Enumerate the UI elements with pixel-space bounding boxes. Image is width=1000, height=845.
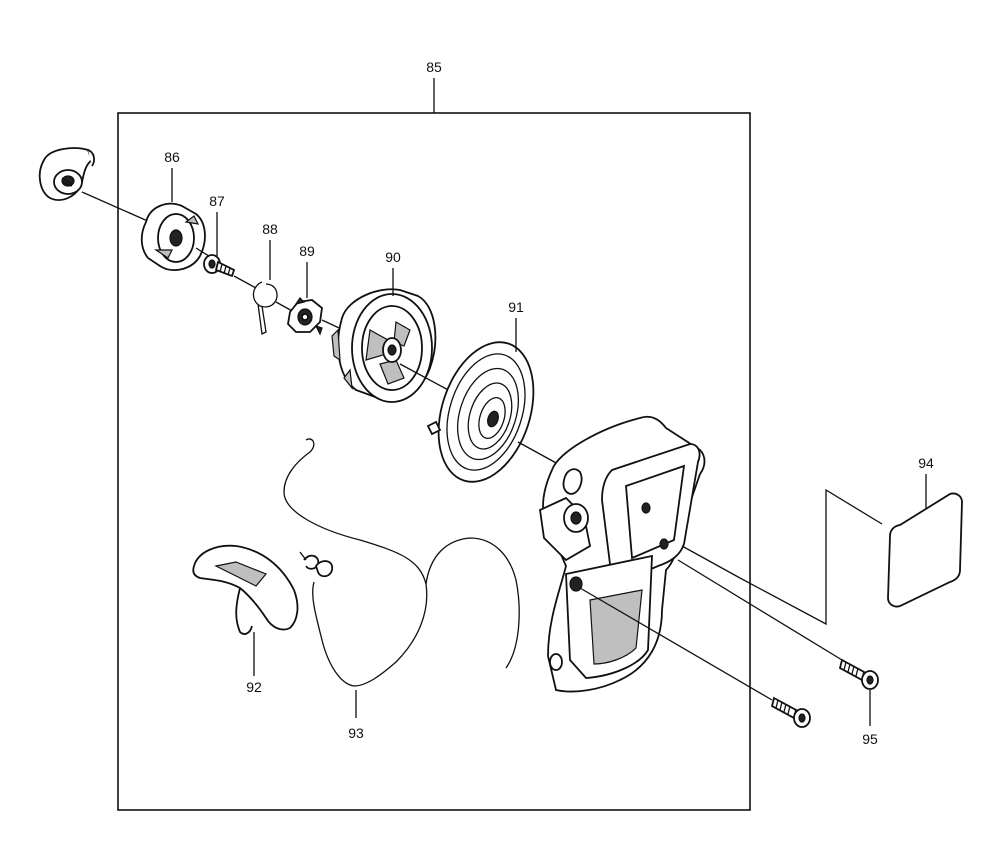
callout-88: 88	[262, 221, 278, 237]
part-95-drawing	[838, 658, 879, 690]
axis-line-8	[681, 545, 741, 579]
axis-line-3	[233, 275, 257, 289]
callout-89: 89	[299, 243, 315, 259]
axis-line-6	[399, 363, 453, 393]
part-88-drawing	[252, 281, 278, 335]
part-87-drawing	[203, 254, 236, 278]
part-93-drawing	[283, 438, 520, 687]
axis-line-10	[579, 587, 773, 701]
callout-85: 85	[426, 59, 442, 75]
part-91-drawing	[426, 341, 535, 483]
mount-reference-line	[739, 488, 883, 626]
part-89-drawing	[287, 297, 323, 336]
part-92-drawing	[192, 544, 299, 635]
flywheel-part-drawing	[38, 147, 95, 201]
callout-86: 86	[164, 149, 180, 165]
part-94-drawing	[887, 492, 963, 608]
callout-95: 95	[862, 731, 878, 747]
starter-housing-drawing	[539, 415, 706, 693]
callout-87: 87	[209, 193, 225, 209]
part-90-drawing	[331, 288, 437, 403]
axis-line-7	[517, 441, 559, 465]
callout-92: 92	[246, 679, 262, 695]
bolt-lower-drawing	[770, 696, 811, 728]
callout-94: 94	[918, 455, 934, 471]
callout-91: 91	[508, 299, 524, 315]
part-86-drawing	[140, 202, 206, 271]
axis-line-9	[677, 559, 843, 661]
callout-93: 93	[348, 725, 364, 741]
callout-90: 90	[385, 249, 401, 265]
axis-line-1	[81, 191, 151, 223]
